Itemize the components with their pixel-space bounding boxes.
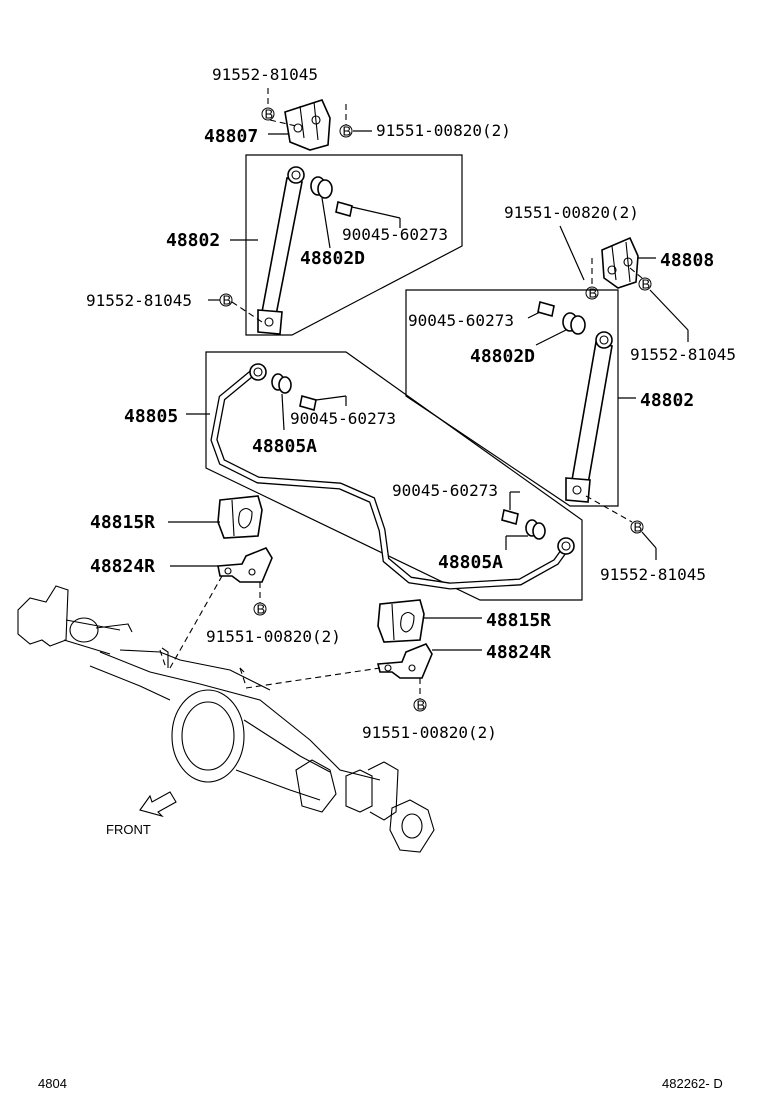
collar-left[interactable] xyxy=(335,200,353,218)
label-rod-left: 48802 xyxy=(166,230,220,251)
label-bracket-48808: 48808 xyxy=(660,250,714,271)
leader-line xyxy=(527,311,541,319)
stabilizer-bar-48805[interactable] xyxy=(210,363,575,590)
bolt-symbol xyxy=(253,602,267,616)
lateral-rod-right[interactable] xyxy=(565,331,613,503)
label-stab-collar-right: 90045-60273 xyxy=(392,481,498,500)
label-stabilizer: 48805 xyxy=(124,406,178,427)
rod-right-box xyxy=(405,289,619,507)
label-collar-left: 90045-60273 xyxy=(342,225,448,244)
collar-right[interactable] xyxy=(537,300,555,318)
bolt-symbol-letter: B xyxy=(589,286,598,301)
bolt-symbol-letter: B xyxy=(257,602,266,617)
leader-line xyxy=(641,531,657,549)
leader-line xyxy=(321,197,331,249)
leader-line xyxy=(169,575,223,669)
leader-line xyxy=(649,289,689,331)
label-bracket-holder-left: 48824R xyxy=(90,556,155,577)
leader-line xyxy=(585,495,633,523)
leader-line xyxy=(269,119,297,127)
label-bolt-top: 91552-81045 xyxy=(212,65,318,84)
label-stab-bushing-left: 48805A xyxy=(252,436,317,457)
label-collar-right: 90045-60273 xyxy=(408,311,514,330)
bolt-symbol-letter: B xyxy=(343,124,352,139)
bolt-symbol xyxy=(630,520,644,534)
bracket-48824R-left[interactable] xyxy=(217,547,273,583)
lateral-rod-left[interactable] xyxy=(257,166,305,335)
bracket-48824R-right[interactable] xyxy=(376,643,433,679)
leader-line xyxy=(535,329,567,346)
bolt-symbol xyxy=(219,293,233,307)
bushing-48805A-right[interactable] xyxy=(525,519,546,540)
label-bushing-holder-right: 48815R xyxy=(486,610,551,631)
footer-right-code: 482262- D xyxy=(662,1076,723,1091)
bolt-symbol-letter: B xyxy=(634,520,643,535)
stab-collar-left[interactable] xyxy=(299,394,317,412)
bracket-48807[interactable] xyxy=(284,99,331,151)
bracket-48808[interactable] xyxy=(601,236,639,289)
rear-axle-housing xyxy=(17,585,435,853)
label-bolt-left-lower: 91552-81045 xyxy=(86,291,192,310)
stabilizer-box xyxy=(205,351,583,601)
bolt-symbol-letter: B xyxy=(642,277,651,292)
leader-line xyxy=(281,393,285,431)
label-bushing-holder-left: 48815R xyxy=(90,512,155,533)
bolt-symbol xyxy=(638,277,652,291)
leader-line xyxy=(629,267,643,279)
rod-left-box xyxy=(245,154,463,336)
stab-collar-right[interactable] xyxy=(501,508,519,526)
leader-line xyxy=(315,395,347,401)
bushing-48815R-right[interactable] xyxy=(377,599,425,643)
leader-line xyxy=(245,667,381,689)
bolt-symbol xyxy=(339,124,353,138)
label-bolt-right-bracket: 91552-81045 xyxy=(630,345,736,364)
label-bolt-top-right: 91551-00820(2) xyxy=(376,121,511,140)
bolt-symbol-letter: B xyxy=(417,698,426,713)
label-bracket-holder-right: 48824R xyxy=(486,642,551,663)
label-stab-collar-left: 90045-60273 xyxy=(290,409,396,428)
label-bolt-holder-left: 91551-00820(2) xyxy=(206,627,341,646)
bolt-symbol-letter: B xyxy=(265,107,274,122)
bolt-symbol xyxy=(413,698,427,712)
label-bushing-right: 48802D xyxy=(470,346,535,367)
label-bolt-right-upper: 91551-00820(2) xyxy=(504,203,639,222)
front-arrow-icon xyxy=(139,791,177,818)
label-rod-right: 48802 xyxy=(640,390,694,411)
label-bushing-left: 48802D xyxy=(300,248,365,269)
label-bolt-holder-right: 91551-00820(2) xyxy=(362,723,497,742)
bushing-48815R-left[interactable] xyxy=(217,495,263,539)
leader-line xyxy=(559,225,585,281)
label-stab-bushing-right: 48805A xyxy=(438,552,503,573)
leader-line xyxy=(351,206,401,219)
footer-left-code: 4804 xyxy=(38,1076,67,1091)
label-bolt-right-lower: 91552-81045 xyxy=(600,565,706,584)
bushing-48802D-left[interactable] xyxy=(310,176,333,199)
bushing-48805A-left[interactable] xyxy=(271,373,292,394)
label-front: FRONT xyxy=(106,822,151,837)
bolt-symbol xyxy=(261,107,275,121)
bushing-48802D-right[interactable] xyxy=(562,312,586,335)
leader-line xyxy=(231,301,263,323)
bolt-symbol-letter: B xyxy=(223,293,232,308)
label-bracket-48807: 48807 xyxy=(204,126,258,147)
